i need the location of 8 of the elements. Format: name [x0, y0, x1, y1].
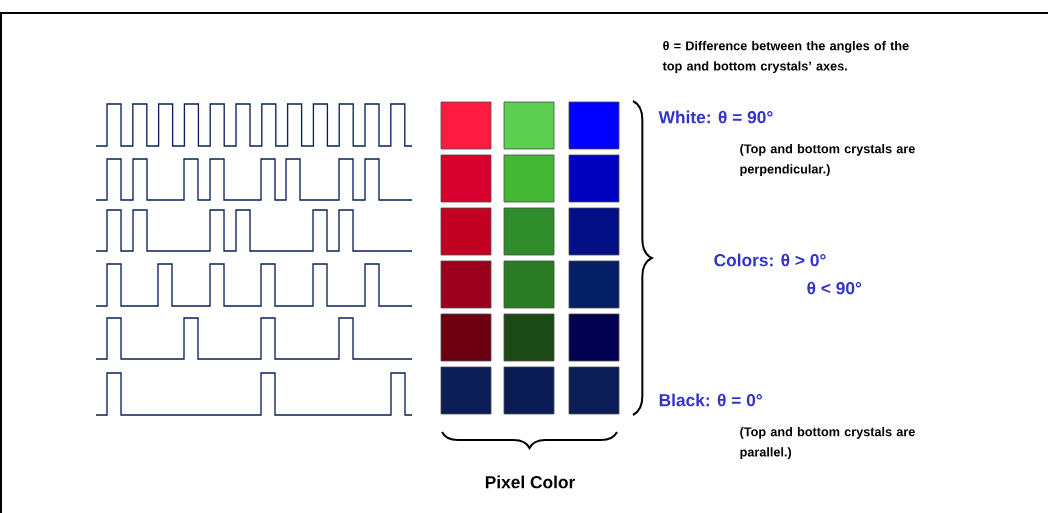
- label-text: θ < 90°: [807, 281, 862, 295]
- label-text: White: θ = 90°: [658, 110, 773, 124]
- label-text: Colors: θ > 0°: [714, 253, 826, 267]
- label-text: Black: θ = 0°: [659, 393, 762, 407]
- axis-label: Pixel Color: [485, 475, 575, 489]
- note-text: (Top and bottom crystals are parallel.): [740, 426, 915, 460]
- note-text: θ = Difference between the angles of the top and bottom crystals’ axes.: [662, 40, 909, 74]
- note-text: (Top and bottom crystals are perpendicular.): [740, 143, 915, 177]
